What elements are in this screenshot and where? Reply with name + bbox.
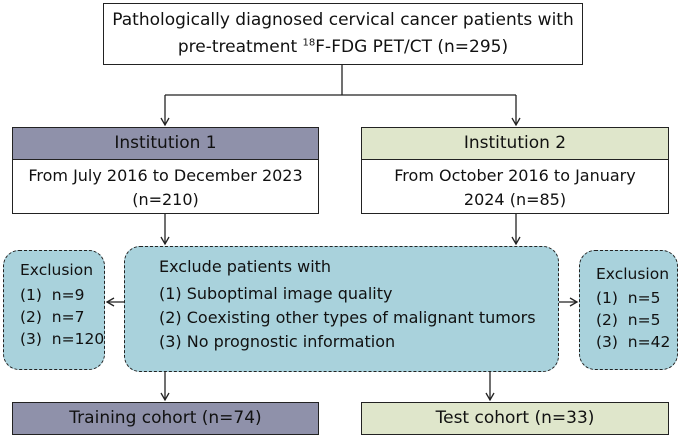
exclusion-left-item-1: (1) n=9 — [20, 286, 85, 304]
exclusion-left-item-3: (3) n=120 — [20, 330, 105, 348]
exclusion-right-item-3: (3) n=42 — [596, 333, 671, 351]
exclusion-criterion-3: (3) No prognostic information — [159, 332, 396, 351]
isotope-superscript: 18 — [302, 37, 316, 49]
test-cohort-box: Test cohort (n=33) — [361, 402, 669, 435]
exclusion-left-box: Exclusion (1) n=9 (2) n=7 (3) n=120 — [3, 250, 105, 370]
institution2-title: Institution 2 — [361, 127, 669, 160]
exclusion-right-title: Exclusion — [596, 265, 670, 283]
exclusion-criteria-box: Exclude patients with (1) Suboptimal ima… — [124, 246, 559, 372]
exclusion-right-box: Exclusion (1) n=5 (2) n=5 (3) n=42 — [579, 250, 678, 370]
institution1-period: From July 2016 to December 2023 — [28, 166, 303, 185]
institution2-period: From October 2016 to January — [394, 166, 636, 185]
exclusion-criterion-1: (1) Suboptimal image quality — [159, 284, 393, 303]
exclusion-criteria-heading: Exclude patients with — [159, 257, 332, 276]
training-cohort-box: Training cohort (n=74) — [12, 402, 319, 435]
institution1-title: Institution 1 — [12, 127, 319, 160]
exclusion-right-item-1: (1) n=5 — [596, 289, 661, 307]
institution2-details: From October 2016 to January 2024 (n=85) — [361, 159, 669, 214]
all-patients-box: Pathologically diagnosed cervical cancer… — [103, 3, 583, 65]
all-patients-line2: pre-treatment 18F-FDG PET/CT (n=295) — [104, 37, 582, 57]
all-patients-line2-pre: pre-treatment — [177, 37, 303, 57]
exclusion-left-title: Exclusion — [20, 261, 94, 279]
exclusion-criterion-2: (2) Coexisting other types of malignant … — [159, 308, 536, 327]
institution1-count: (n=210) — [132, 190, 199, 209]
all-patients-line2-post: F-FDG PET/CT (n=295) — [315, 37, 509, 57]
all-patients-line1: Pathologically diagnosed cervical cancer… — [112, 10, 574, 30]
exclusion-left-item-2: (2) n=7 — [20, 308, 85, 326]
institution1-details: From July 2016 to December 2023 (n=210) — [12, 159, 319, 214]
exclusion-right-item-2: (2) n=5 — [596, 311, 661, 329]
institution2-count: 2024 (n=85) — [463, 190, 567, 209]
